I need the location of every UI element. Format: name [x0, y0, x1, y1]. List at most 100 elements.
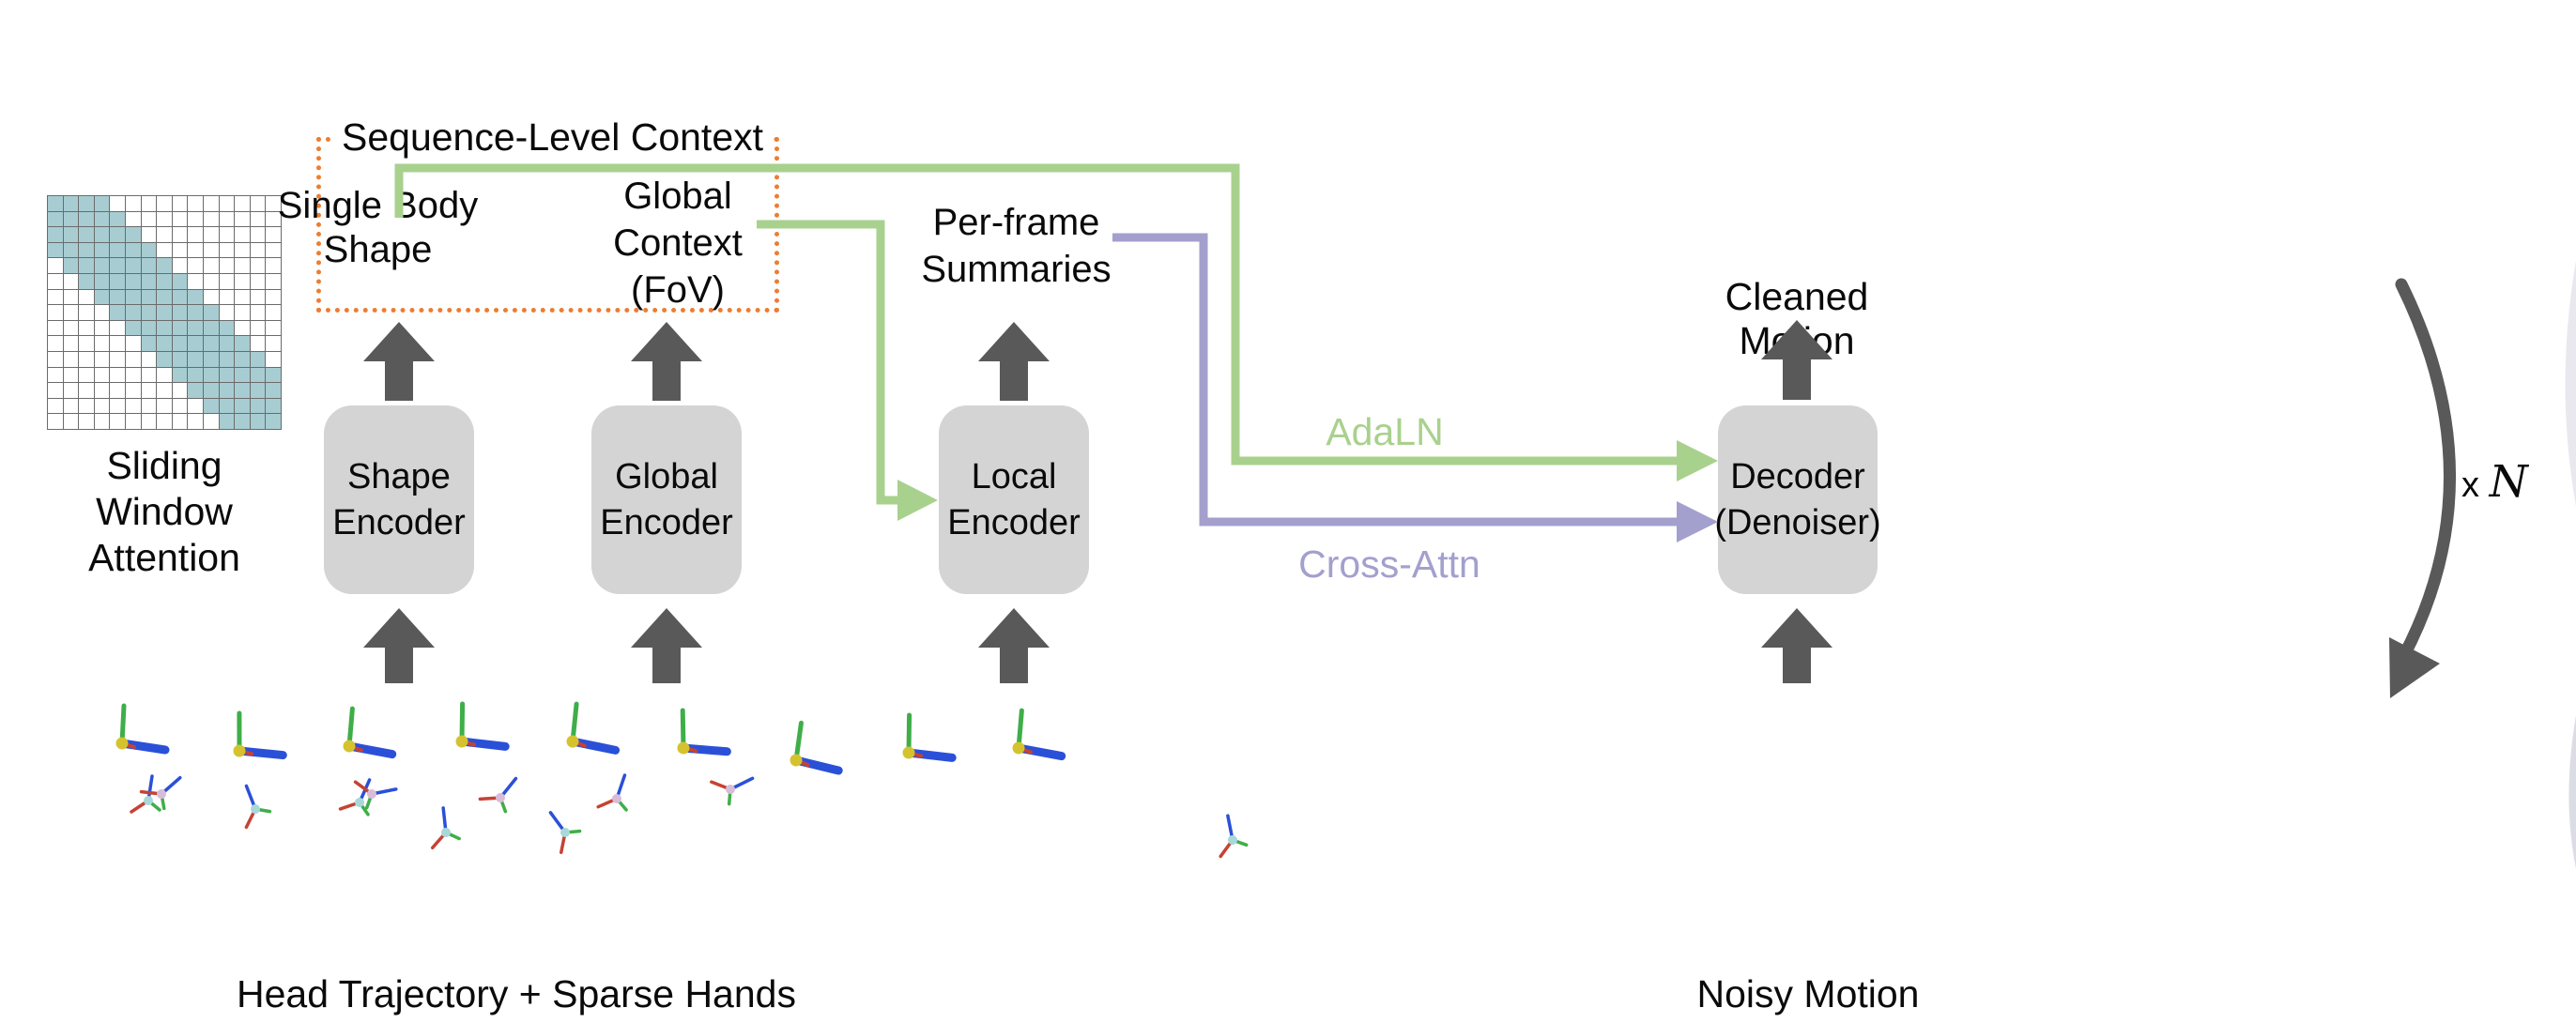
- attention-cell: [63, 258, 79, 273]
- attention-cell: [110, 274, 125, 289]
- adaln-label: AdaLN: [1326, 410, 1444, 453]
- attention-cell: [157, 367, 172, 383]
- sliding-window-attention-label: Sliding Window Attention: [88, 444, 240, 579]
- head-frame-marker: [677, 708, 731, 756]
- attention-cell: [204, 227, 219, 242]
- attention-cell: [141, 383, 157, 398]
- attention-cell: [79, 398, 94, 414]
- up-arrow: [631, 608, 702, 683]
- attention-cell: [188, 242, 203, 258]
- attention-cell: [141, 211, 157, 227]
- hand-frame-marker: [130, 774, 161, 814]
- attention-cell: [219, 414, 235, 429]
- attention-cell: [48, 289, 63, 305]
- attention-cell: [157, 320, 172, 336]
- hand-frame-marker: [478, 776, 518, 814]
- attention-cell: [204, 320, 219, 336]
- repeat-n-label: x N: [2461, 456, 2528, 508]
- hand-frame-marker: [548, 811, 582, 854]
- hand-frame-marker: [244, 784, 272, 830]
- attention-cell: [79, 227, 94, 242]
- attention-cell: [250, 383, 266, 398]
- attention-cell: [204, 258, 219, 273]
- attention-cell: [48, 320, 63, 336]
- attention-cell: [266, 196, 281, 211]
- attention-cell: [79, 383, 94, 398]
- cross-attn-connector: [1112, 233, 1718, 542]
- decoder-denoiser-box: Decoder (Denoiser): [1714, 405, 1881, 594]
- attention-cell: [141, 274, 157, 289]
- attention-cell: [250, 211, 266, 227]
- attention-cell: [266, 305, 281, 320]
- attention-cell: [204, 352, 219, 367]
- attention-cell: [219, 320, 235, 336]
- attention-cell: [63, 398, 79, 414]
- attention-cell: [141, 196, 157, 211]
- attention-cell: [219, 305, 235, 320]
- attention-cell: [219, 227, 235, 242]
- attention-cell: [219, 211, 235, 227]
- attention-cell: [110, 211, 125, 227]
- attention-cell: [235, 227, 250, 242]
- hand-frame-marker: [139, 775, 182, 811]
- attention-cell: [141, 227, 157, 242]
- attention-cell: [250, 336, 266, 351]
- attention-cell: [266, 352, 281, 367]
- attention-cell: [141, 305, 157, 320]
- attention-cell: [63, 336, 79, 351]
- attention-cell: [141, 367, 157, 383]
- attention-cell: [63, 274, 79, 289]
- attention-cell: [63, 305, 79, 320]
- attention-cell: [188, 196, 203, 211]
- attention-cell: [204, 367, 219, 383]
- attention-cell: [235, 383, 250, 398]
- head-frame-marker: [790, 720, 843, 775]
- attention-cell: [110, 367, 125, 383]
- head-frame-marker: [902, 712, 957, 762]
- attention-cell: [157, 383, 172, 398]
- attention-cell: [48, 227, 63, 242]
- sparse-hand-markers: [130, 773, 1249, 859]
- attention-cell: [110, 258, 125, 273]
- attention-cell: [219, 383, 235, 398]
- attention-cell: [157, 289, 172, 305]
- attention-cell: [110, 352, 125, 367]
- attention-cell: [94, 414, 110, 429]
- attention-cell: [48, 414, 63, 429]
- attention-cell: [126, 227, 141, 242]
- attention-cell: [48, 383, 63, 398]
- attention-cell: [266, 398, 281, 414]
- attention-cell: [250, 258, 266, 273]
- attention-cell: [235, 305, 250, 320]
- attention-cell: [235, 289, 250, 305]
- attention-cell: [63, 227, 79, 242]
- attention-cell: [79, 196, 94, 211]
- attention-cell: [94, 211, 110, 227]
- attention-cell: [188, 414, 203, 429]
- attention-cell: [157, 274, 172, 289]
- attention-cell: [126, 274, 141, 289]
- attention-cell: [172, 274, 188, 289]
- sequence-level-context-box: Sequence-Level Context: [316, 115, 779, 313]
- flow-arrows: [363, 320, 1832, 683]
- attention-cell: [172, 367, 188, 383]
- attention-cell: [94, 196, 110, 211]
- attention-cell: [250, 414, 266, 429]
- attention-cell: [266, 227, 281, 242]
- attention-cell: [63, 211, 79, 227]
- attention-cell: [188, 305, 203, 320]
- attention-cell: [172, 398, 188, 414]
- attention-cell: [79, 352, 94, 367]
- attention-cell: [219, 289, 235, 305]
- attention-cell: [219, 274, 235, 289]
- attention-cell: [110, 414, 125, 429]
- attention-cell: [188, 398, 203, 414]
- attention-cell: [172, 227, 188, 242]
- head-trajectory-markers: [115, 701, 1066, 775]
- attention-cell: [204, 289, 219, 305]
- attention-cell: [266, 336, 281, 351]
- attention-cell: [172, 383, 188, 398]
- attention-cell: [79, 242, 94, 258]
- attention-cell: [188, 211, 203, 227]
- attention-cell: [126, 320, 141, 336]
